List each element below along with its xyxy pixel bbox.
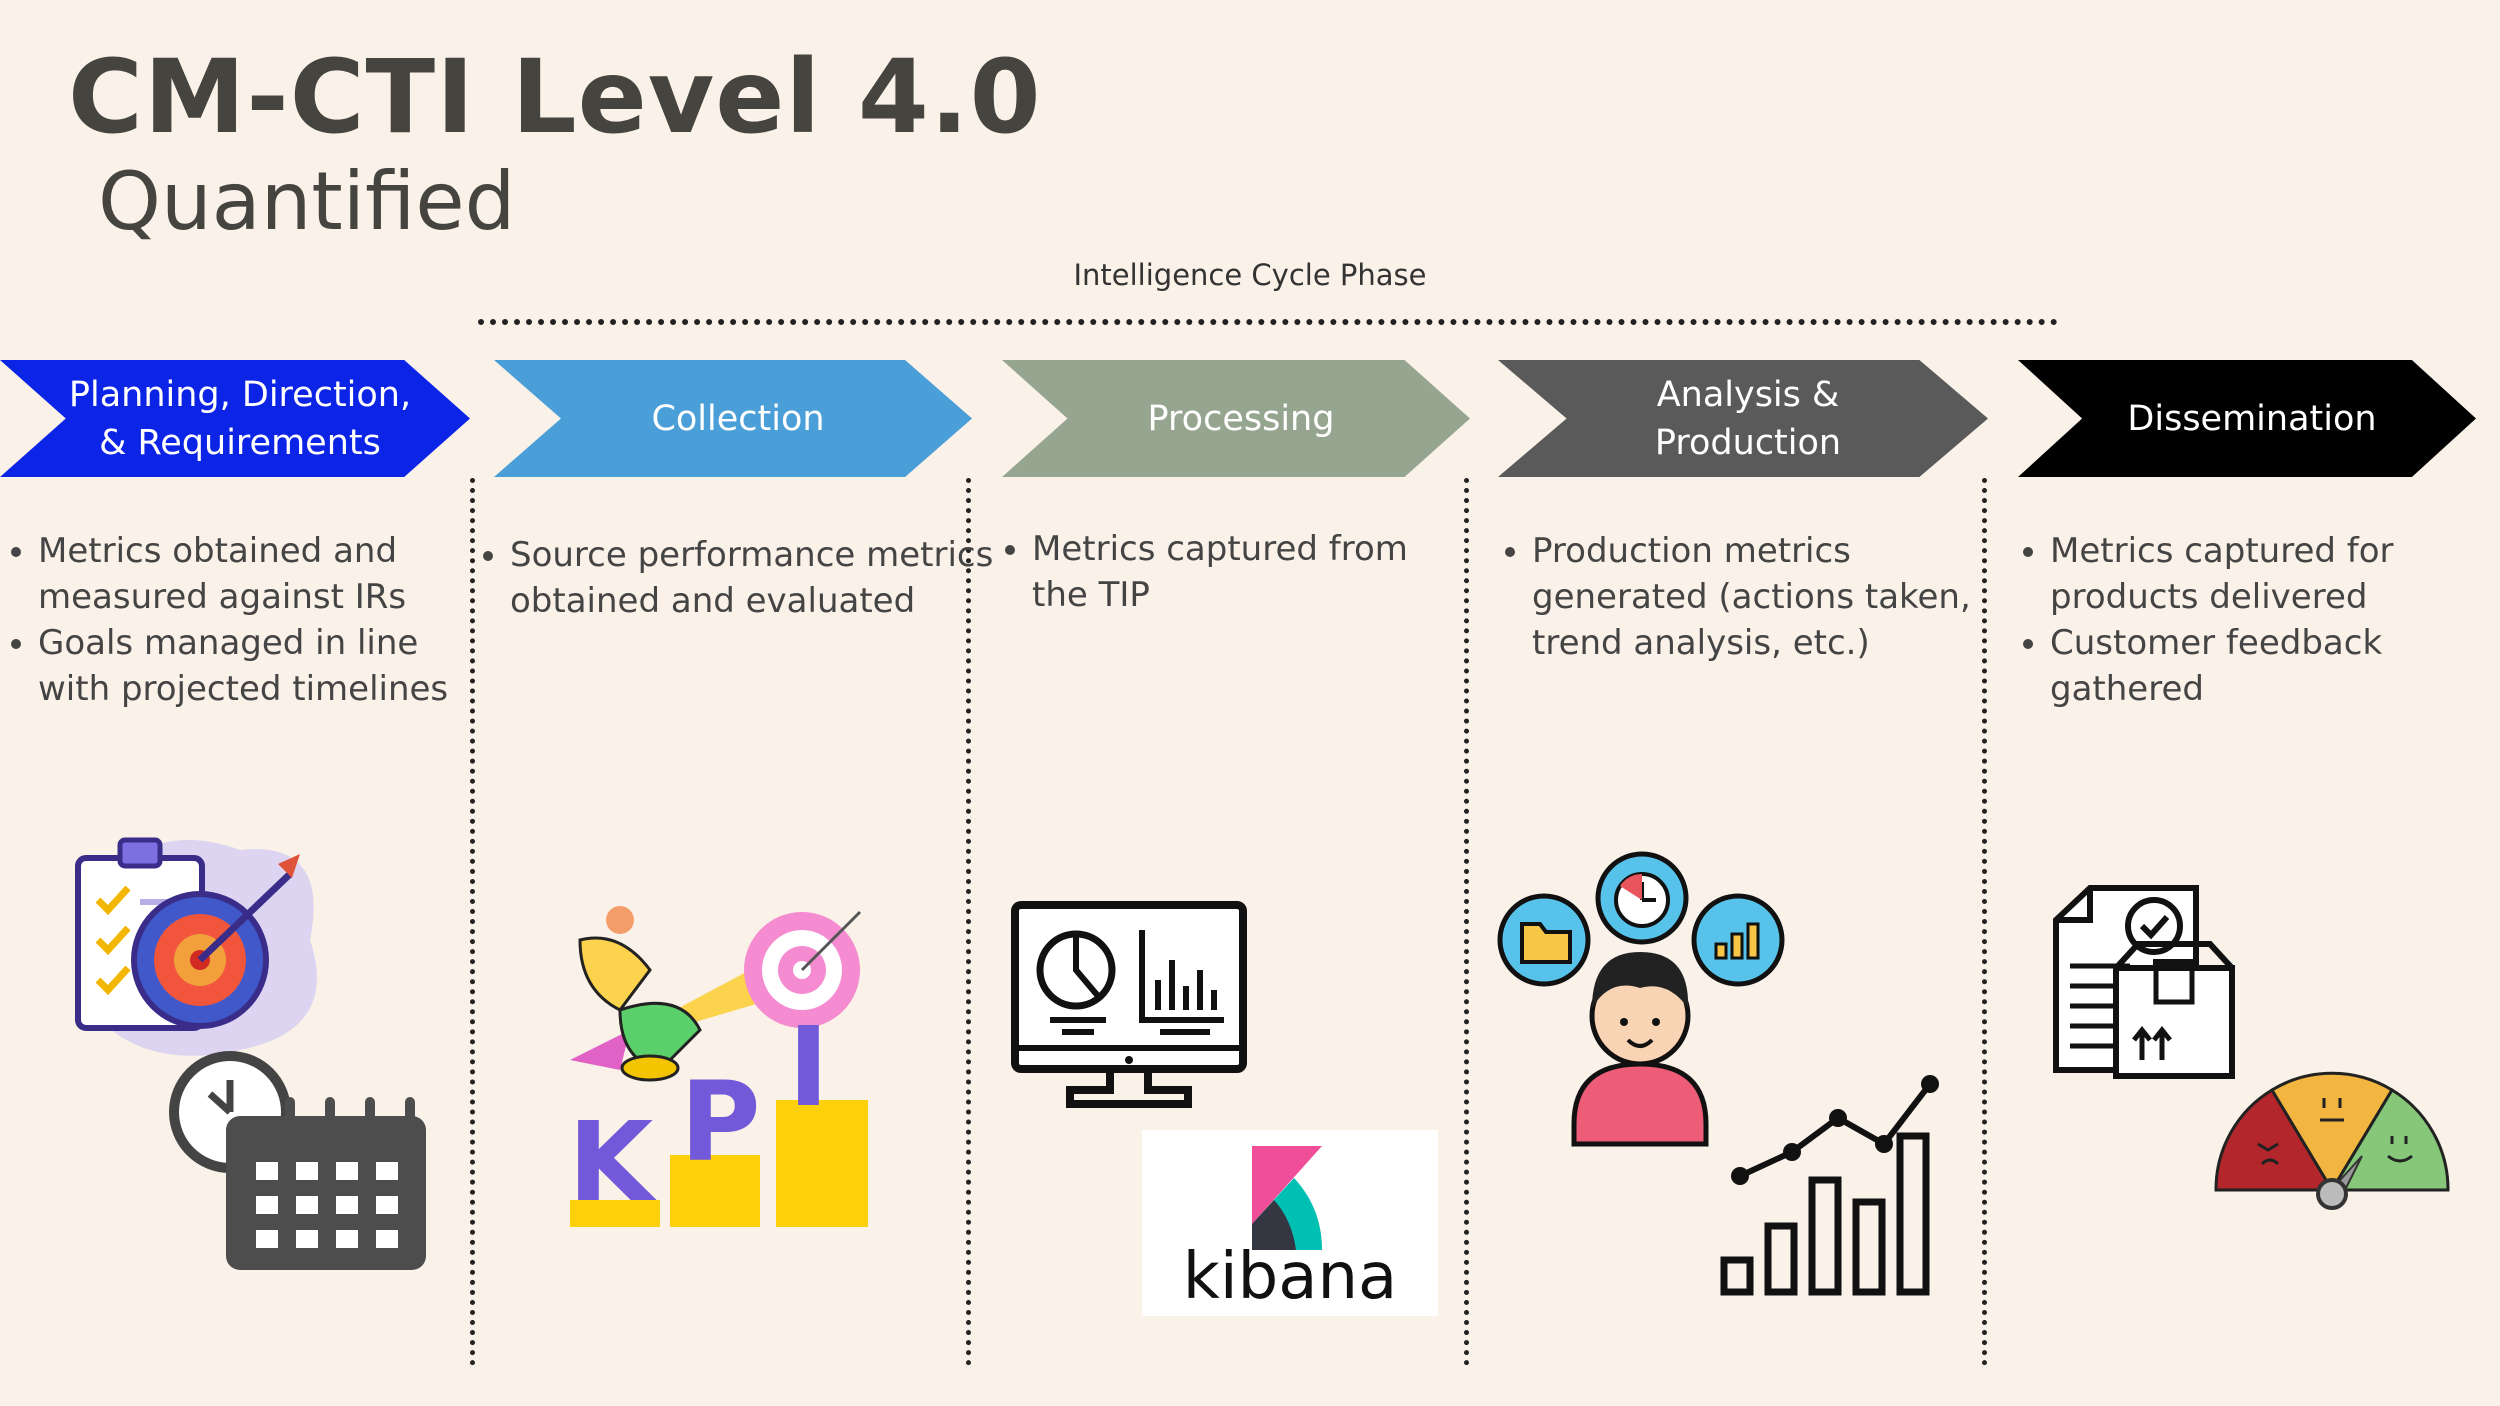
notes-collection: Source performance metrics obtained and …: [472, 532, 1000, 624]
kibana-mark-icon: [1252, 1146, 1322, 1250]
note-item: Customer feedback gathered: [2050, 620, 2490, 712]
notes-processing: Metrics captured from the TIP: [994, 526, 1472, 618]
satisfaction-gauge-icon: [2214, 1071, 2450, 1210]
notes-planning: Metrics obtained and measured against IR…: [0, 528, 478, 712]
column-divider: [966, 478, 971, 1366]
page-title: CM-CTI Level 4.0: [68, 38, 1042, 157]
phase-label-dissemination: Dissemination: [2127, 398, 2377, 439]
notes-analysis: Production metrics generated (actions ta…: [1494, 528, 2002, 666]
kpi-letter-i: I: [788, 1003, 829, 1131]
bar-chart-bubble-icon: [1691, 893, 1785, 987]
phase-arrow-collection: Collection: [494, 360, 972, 477]
column-divider: [1464, 478, 1469, 1366]
kpi-letter-k: K: [568, 1098, 657, 1226]
kibana-logo: kibana: [1142, 1130, 1438, 1316]
timer-icon: [1595, 851, 1689, 945]
column-divider: [1982, 478, 1987, 1366]
person-avatar-icon: [1571, 952, 1709, 1147]
note-item: Production metrics generated (actions ta…: [1532, 528, 2002, 666]
person-on-rocket-icon: [570, 906, 770, 1082]
notes-dissemination: Metrics captured for products delivered …: [2012, 528, 2490, 712]
note-item: Goals managed in line with projected tim…: [38, 620, 478, 712]
phase-axis-label: Intelligence Cycle Phase: [1073, 258, 1427, 292]
page-subtitle: Quantified: [98, 155, 516, 248]
document-package-icon: [2053, 885, 2235, 1079]
monitor-dashboard-icon: [1011, 901, 1247, 1108]
phase-arrow-dissemination: Dissemination: [2018, 360, 2476, 477]
note-item: Metrics obtained and measured against IR…: [38, 528, 478, 620]
kibana-wordmark: kibana: [1182, 1240, 1398, 1314]
kpi-letter-p: P: [680, 1058, 761, 1186]
phase-label-collection: Collection: [651, 398, 825, 439]
phase-label-processing: Processing: [1147, 398, 1335, 439]
phase-axis-line: [478, 319, 2058, 325]
note-item: Metrics captured for products delivered: [2050, 528, 2490, 620]
phase-arrow-processing: Processing: [1002, 360, 1470, 477]
analysis-illustration: [1497, 851, 1939, 1296]
planning-illustration: [75, 837, 426, 1270]
phase-label-analysis: Analysis & Production: [1654, 374, 1842, 463]
target-dart-icon: [131, 854, 300, 1029]
trending-bar-chart-icon: [1720, 1075, 1939, 1296]
note-item: Source performance metrics obtained and …: [510, 532, 1000, 624]
folder-icon: [1497, 893, 1591, 987]
calendar-icon: [226, 1097, 426, 1270]
note-item: Metrics captured from the TIP: [1032, 526, 1472, 618]
phase-arrow-planning: Planning, Direction, & Requirements: [0, 360, 470, 477]
collection-illustration: K P I: [568, 906, 868, 1227]
target-icon: [744, 910, 862, 1028]
phase-arrow-analysis: Analysis & Production: [1498, 360, 1988, 477]
phase-label-planning: Planning, Direction, & Requirements: [68, 374, 412, 463]
column-divider: [470, 478, 475, 1366]
